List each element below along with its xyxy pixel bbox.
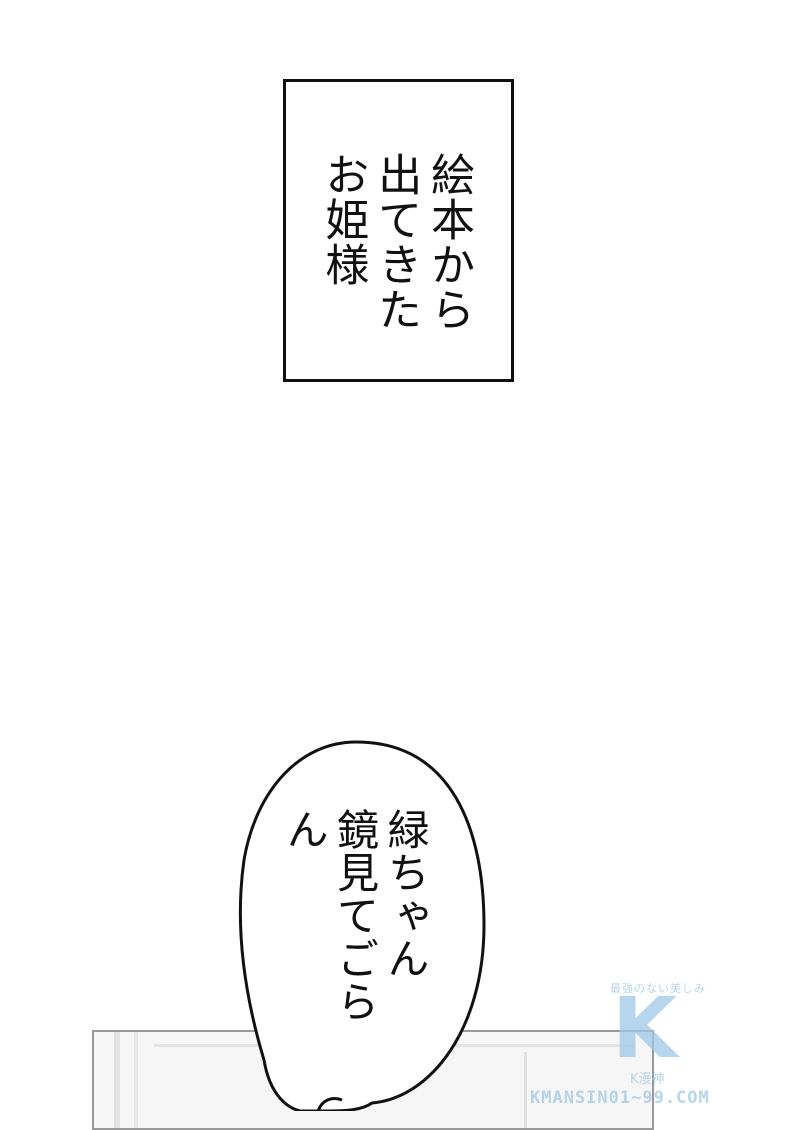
watermark-logo-letter: K xyxy=(612,979,678,1077)
bubble-line: 緑ちゃん 鏡見てごらん xyxy=(280,808,430,1023)
watermark-tagline: 最強のない美しみ xyxy=(610,982,706,995)
watermark-url: KMANSIN01~99.COM xyxy=(530,1088,710,1108)
narration-caption-text: 絵本から 出てきた お姫様 xyxy=(317,152,474,362)
panel-shade xyxy=(114,1032,120,1128)
caption-line: 絵本から 出てきた お姫様 xyxy=(317,152,474,332)
panel-shade xyxy=(524,1052,527,1128)
panel-shade xyxy=(134,1032,138,1128)
speech-bubble-text: 緑ちゃん 鏡見てごらん xyxy=(280,808,430,1058)
narration-caption-box: 絵本から 出てきた お姫様 xyxy=(283,79,514,382)
watermark-sub: K漫神 xyxy=(630,1072,665,1087)
site-watermark: 最強のない美しみ K K漫神 KMANSIN01~99.COM xyxy=(530,980,800,1111)
